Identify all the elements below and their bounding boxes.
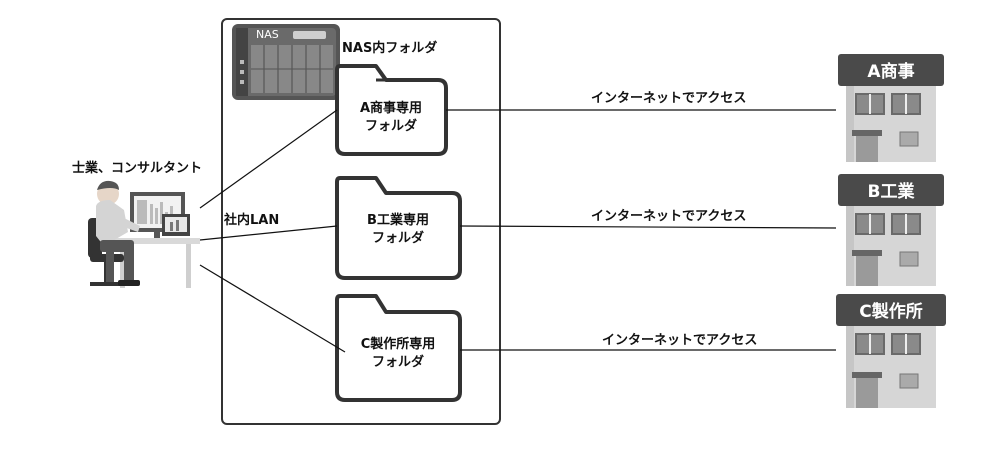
company-a-name: A商事 [867,61,914,82]
connection-label-c: インターネットでアクセス [602,333,757,348]
folder-b-line1: B工業専用 [367,212,429,228]
folder-a-line2: フォルダ [365,118,417,134]
folder-c-line2: フォルダ [372,354,424,370]
connection-label-a: インターネットでアクセス [591,91,746,106]
consultant-at-desk-icon [88,180,200,288]
folder-b-line2: フォルダ [372,230,424,246]
folder-c-line1: C製作所専用 [361,336,436,352]
folder-icon [335,176,462,280]
building-icon [836,294,946,408]
folder-a-line1: A商事専用 [360,100,422,116]
company-b-name: B工業 [868,181,915,202]
building-icon [838,174,944,286]
company-c-name: C製作所 [859,301,922,322]
lan-label: 社内LAN [223,212,279,228]
folder-icon [335,64,448,156]
person-label: 士業、コンサルタント [72,160,202,176]
nas-device-label: NAS [256,28,279,41]
nas-device-icon [232,24,340,100]
internet-lines [446,109,837,351]
connection-label-b: インターネットでアクセス [591,209,746,224]
lan-lines [199,109,346,353]
folder-icon [335,294,462,402]
building-icon [838,54,944,162]
nas-container-label: NAS内フォルダ [342,40,437,56]
